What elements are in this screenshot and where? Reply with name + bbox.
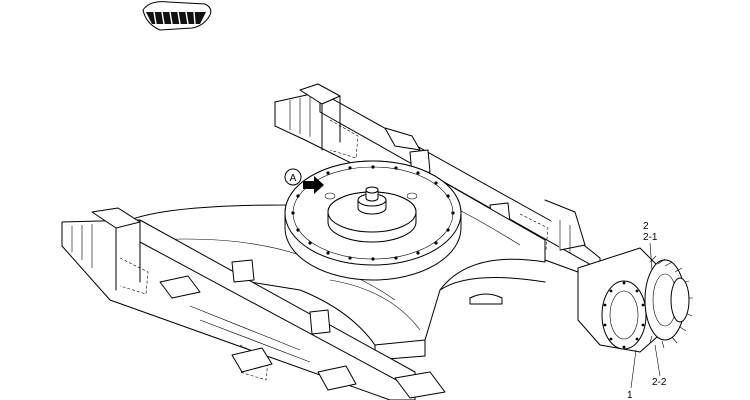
callout-2-1: 2-1	[643, 232, 658, 243]
left-side-frame	[61, 207, 446, 400]
arrow-right-icon	[303, 176, 324, 194]
view-a-marker: A	[284, 168, 324, 194]
part-callouts: 2 2-1 2-2 1	[627, 221, 667, 400]
final-drive-sprocket	[577, 247, 693, 353]
track-thumbnail-icon[interactable]	[142, 1, 212, 31]
view-a-label: A	[290, 173, 297, 184]
callout-2: 2	[643, 221, 649, 232]
swing-bearing	[284, 160, 462, 281]
callout-1: 1	[627, 390, 633, 400]
callout-2-2: 2-2	[652, 377, 667, 388]
